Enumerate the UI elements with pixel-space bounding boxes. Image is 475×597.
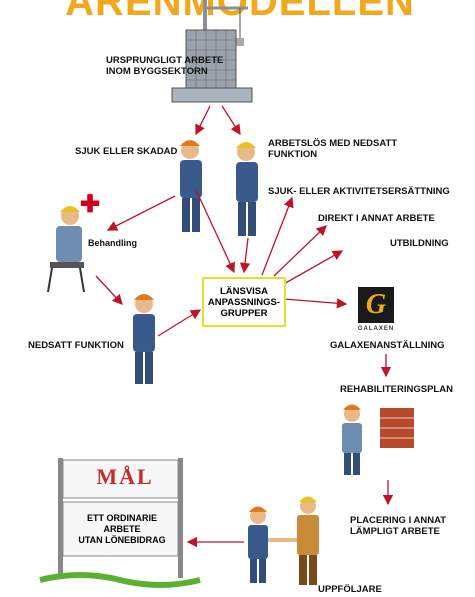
label-treatment: Behandling: [88, 238, 137, 248]
hub-line-1: LÄNSVISA: [219, 285, 269, 297]
arrow-origin-unemployed: [221, 105, 241, 136]
logo-name: GALAXEN: [357, 326, 395, 332]
hub-line-2: ANPASSNINGS-: [207, 296, 281, 308]
label-education: UTBILDNING: [390, 238, 449, 249]
label-galaxen: GALAXENANSTÄLLNING: [330, 340, 445, 351]
label-placement: PLACERING I ANNAT LÄMPLIGT ARBETE: [350, 515, 447, 537]
goal-text: ETT ORDINARIE ARBETE UTAN LÖNEBIDRAG: [78, 513, 166, 545]
label-benefit: SJUK- ELLER AKTIVITETSERSÄTTNING: [268, 186, 450, 197]
arrow-hub-education: [281, 250, 344, 286]
arrow-sick-hub: [195, 189, 235, 274]
label-rehab: REHABILITERINGSPLAN: [340, 384, 453, 395]
label-origin: URSPRUNGLIGT ARBETE INOM BYGGSEKTORN: [106, 55, 224, 77]
arrow-unemployed-hub: [239, 237, 251, 274]
worker-icon: [133, 294, 155, 384]
worker-icon: [47, 206, 85, 293]
arrow-hub-galaxen: [283, 298, 348, 309]
label-unemployed: ARBETSLÖS MED NEDSATT FUNKTION: [268, 138, 398, 160]
goal-sign-icon: [39, 458, 201, 588]
arrow-treatment-reduced: [95, 275, 123, 305]
arrow-hub-direct: [273, 225, 327, 277]
plus-cross-icon: ✚: [80, 191, 101, 218]
label-followup: UPPFÖLJARE: [318, 584, 382, 595]
label-reduced: NEDSATT FUNKTION: [28, 340, 124, 351]
label-direct: DIREKT I ANNAT ARBETE: [318, 213, 435, 224]
arrow-reduced-hub: [157, 309, 202, 337]
arrow-sick-treatment: [106, 195, 176, 231]
galaxen-logo-icon: G: [358, 287, 394, 323]
hub-box: LÄNSVISA ANPASSNINGS- GRUPPER: [202, 277, 286, 327]
arrow-origin-sick: [195, 105, 211, 136]
worker-icon: [236, 142, 258, 236]
hub-line-3: GRUPPER: [220, 307, 268, 319]
brick-wall-icon: [342, 404, 414, 475]
logo-mark: G: [365, 289, 387, 320]
label-sick: SJUK ELLER SKADAD: [75, 146, 178, 157]
arrow-hub-benefit: [261, 196, 294, 276]
crane-building-icon: [171, 0, 253, 103]
goal-title: MÅL: [96, 464, 154, 489]
handshake-icon: [248, 496, 319, 585]
worker-icon: [180, 140, 202, 232]
